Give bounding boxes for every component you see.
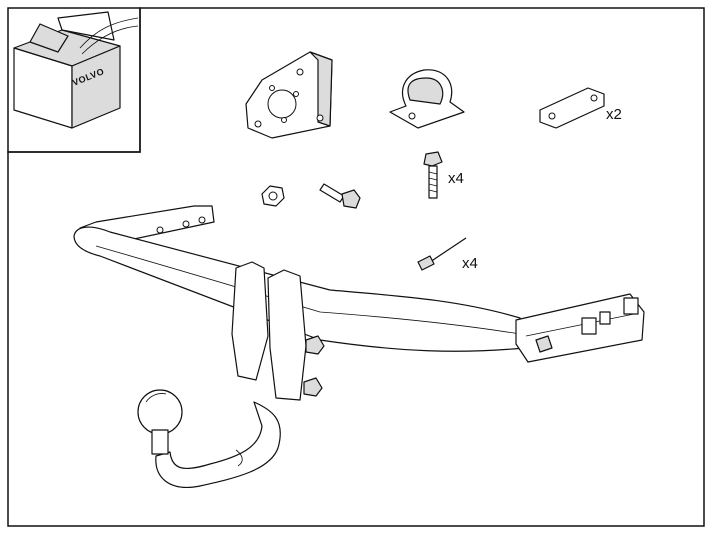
flange-nut-part — [261, 185, 285, 207]
pipe-clamp-part — [389, 69, 465, 129]
center-mount-brackets — [231, 261, 325, 401]
rivets-quantity: x4 — [462, 255, 478, 272]
flange-bolt-part — [319, 183, 361, 209]
kit-box-panel — [7, 7, 141, 153]
strap-bracket-part — [539, 87, 605, 129]
towbar-crossmember — [73, 205, 645, 363]
rivet-part — [417, 237, 467, 271]
socket-bracket-part — [245, 51, 333, 139]
long-bolt-part — [423, 151, 443, 199]
strap-bracket-quantity: x2 — [606, 106, 622, 123]
tow-arm-and-ball — [137, 389, 281, 488]
kit-box-icon: VOLVO — [13, 11, 139, 129]
bolts-quantity: x4 — [448, 170, 464, 187]
